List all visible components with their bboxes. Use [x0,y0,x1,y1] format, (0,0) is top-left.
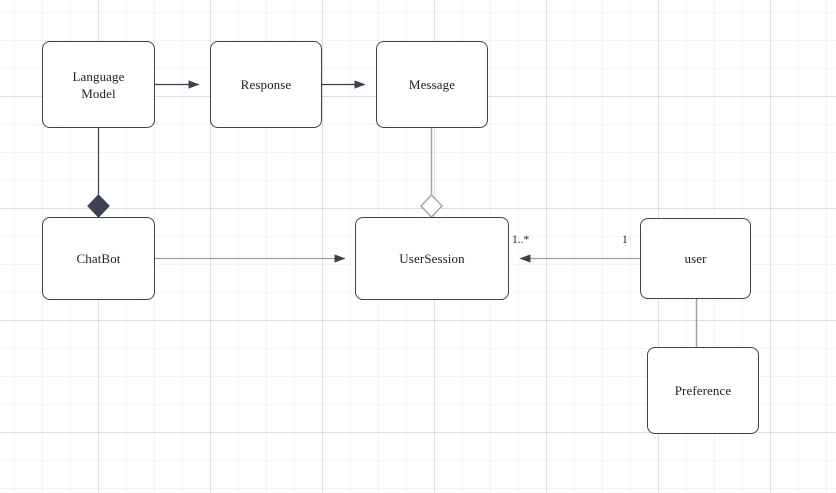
edge-language-model-to-chatbot [87,128,110,218]
node-label-usersession: UserSession [399,251,465,266]
node-preference[interactable]: Preference [647,347,759,434]
node-response[interactable]: Response [210,41,322,128]
node-usersession[interactable]: UserSession [355,217,509,300]
node-label-user: user [684,251,707,266]
node-label-preference: Preference [674,383,732,398]
node-label-response: Response [240,77,292,92]
node-label-language-model: Language Model [72,68,125,101]
edge-label-multiplicity-user-side: 1 [622,234,628,246]
node-message[interactable]: Message [376,41,488,128]
hollow-diamond-marker [420,194,443,218]
node-label-chatbot: ChatBot [76,251,121,266]
edge-message-to-usersession [420,128,443,218]
node-chatbot[interactable]: ChatBot [42,217,155,300]
filled-diamond-marker [87,194,110,218]
node-user[interactable]: user [640,218,751,299]
node-label-message: Message [408,77,456,92]
edge-label-multiplicity-session-side: 1..* [512,234,530,246]
node-language-model[interactable]: Language Model [42,41,155,128]
